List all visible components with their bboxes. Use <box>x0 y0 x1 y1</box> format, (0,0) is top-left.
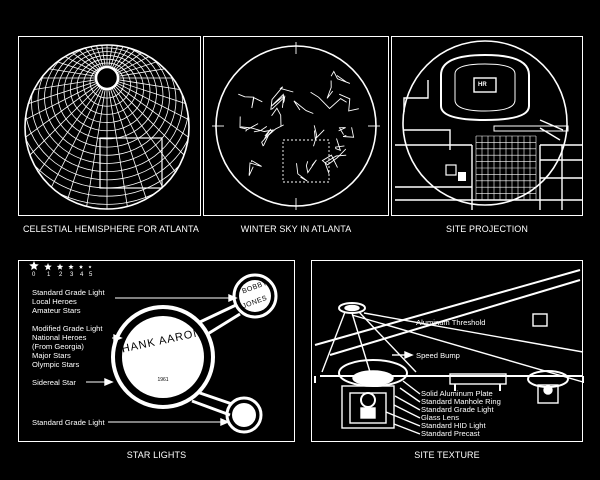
texture-label-solid-aluminum-plate: Solid Aluminum Plate <box>421 389 493 398</box>
magnitude-star-5 <box>88 265 92 269</box>
magnitude-star-4 <box>78 264 84 269</box>
star-label-standard-grade-light-2: Standard Grade Light <box>32 418 105 427</box>
winter-sky-caption: WINTER SKY IN ATLANTA <box>240 224 352 234</box>
site-projection-panel <box>391 36 583 216</box>
star-label-local-heroes: Local Heroes <box>32 297 77 306</box>
site-projection-drawing <box>395 40 583 210</box>
star-lights-panel <box>18 260 295 442</box>
texture-label-glass-lens: Glass Lens <box>421 413 459 422</box>
star-label-modified-grade-light: Modified Grade Light <box>32 324 103 333</box>
celestial-hemisphere-panel <box>18 36 201 216</box>
star-label-amateur-stars: Amateur Stars <box>32 306 81 315</box>
magnitude-2: 2 <box>59 272 63 278</box>
star-label-standard-grade-light: Standard Grade Light <box>32 288 105 297</box>
magnitude-5: 5 <box>89 272 93 278</box>
star-label-sidereal-star: Sidereal Star <box>32 378 76 387</box>
site-frame <box>282 139 330 183</box>
texture-label-manhole-ring: Standard Manhole Ring <box>421 397 501 406</box>
star-label-major-stars: Major Stars <box>32 351 71 360</box>
site-texture-caption: SITE TEXTURE <box>414 450 480 460</box>
winter-sky-drawing <box>212 42 380 210</box>
texture-label-grade-light: Standard Grade Light <box>421 405 494 414</box>
magnitude-star-0 <box>29 261 39 271</box>
star-lights-caption: STAR LIGHTS <box>126 450 187 460</box>
texture-label-precast: Standard Precast <box>421 429 480 438</box>
texture-label-speed-bump: Speed Bump <box>416 351 460 360</box>
star-light-large <box>111 305 215 409</box>
celestial-caption: CELESTIAL HEMISPHERE FOR ATLANTA <box>22 224 200 234</box>
site-frame <box>99 137 163 189</box>
magnitude-star-3 <box>68 264 74 270</box>
magnitude-star-1 <box>44 263 52 271</box>
texture-label-aluminum-threshold: Aluminum Threshold <box>416 318 486 327</box>
star-lights-drawing <box>86 273 278 434</box>
star-light-bobby-jones <box>232 273 278 319</box>
stadium-label: HR <box>478 82 487 88</box>
star-label-from-georgia: (From Georgia) <box>32 342 84 351</box>
site-texture-drawing <box>314 269 584 435</box>
star-label-olympic-stars: Olympic Stars <box>32 360 80 369</box>
big-star-sub: 1961 <box>157 377 169 383</box>
magnitude-star-2 <box>56 263 64 270</box>
texture-label-hid-light: Standard HID Light <box>421 421 486 430</box>
star-label-national-heroes: National Heroes <box>32 333 87 342</box>
magnitude-1: 1 <box>47 272 51 278</box>
winter-sky-panel <box>203 36 389 216</box>
magnitude-4: 4 <box>80 272 84 278</box>
site-texture-panel <box>311 260 583 442</box>
star-magnitude-scale <box>29 261 92 271</box>
aluminum-threshold <box>532 313 548 327</box>
magnitude-0: 0 <box>32 272 36 278</box>
magnitude-3: 3 <box>70 272 74 278</box>
site-projection-caption: SITE PROJECTION <box>445 224 528 234</box>
